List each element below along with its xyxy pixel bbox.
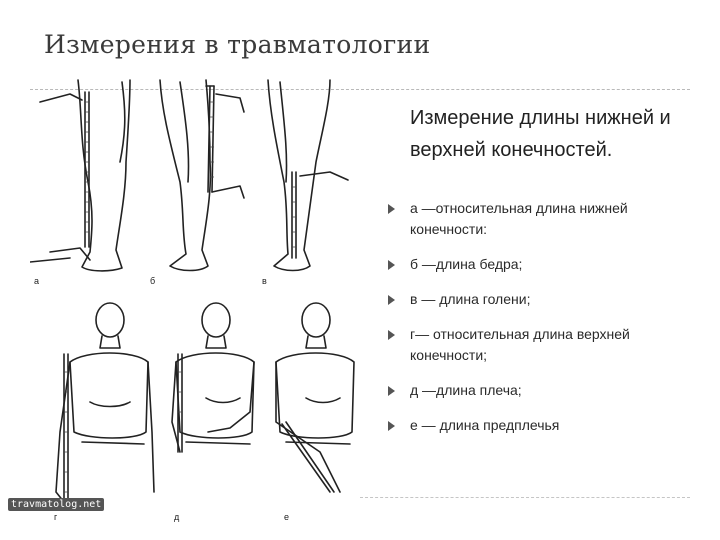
bullet-arrow-icon [388, 295, 395, 305]
torso-panel-e [172, 303, 254, 452]
torso-panel-d [56, 303, 154, 502]
bullet-arrow-icon [388, 421, 395, 431]
figure-label-b: б [150, 276, 155, 286]
leg-panel-a [30, 80, 130, 271]
leg-panel-c [268, 80, 348, 271]
list-item-text: д —длина плеча; [410, 382, 522, 398]
measurement-illustration: а б в г д е [30, 72, 360, 527]
bullet-list: а —относительная длина нижней конечности… [388, 198, 698, 450]
figure-label-e: е [284, 512, 289, 522]
figure-label-v: в [262, 276, 267, 286]
measurement-drawing [30, 72, 360, 527]
list-item: е — длина предплечья [388, 415, 698, 436]
slide-title: Измерения в травматологии [44, 30, 430, 59]
list-item: д —длина плеча; [388, 380, 698, 401]
list-item: в — длина голени; [388, 289, 698, 310]
figure-label-d: д [174, 512, 179, 522]
figure-label-a: а [34, 276, 39, 286]
bullet-arrow-icon [388, 260, 395, 270]
watermark: travmatolog.net [8, 498, 104, 511]
list-item-text: е — длина предплечья [410, 417, 559, 433]
bullet-arrow-icon [388, 330, 395, 340]
list-item: а —относительная длина нижней конечности… [388, 198, 698, 240]
bullet-arrow-icon [388, 204, 395, 214]
tape-ticks [64, 102, 296, 492]
section-heading: Измерение длины нижней и верхней конечно… [410, 102, 690, 166]
torso-panel-f [276, 303, 354, 492]
figure-label-g: г [54, 512, 57, 522]
list-item-text: а —относительная длина нижней конечности… [410, 200, 628, 237]
list-item-text: в — длина голени; [410, 291, 530, 307]
list-item-text: г— относительная длина верхней конечност… [410, 326, 630, 363]
leg-panel-b [160, 80, 244, 271]
list-item: б —длина бедра; [388, 254, 698, 275]
bullet-arrow-icon [388, 386, 395, 396]
list-item: г— относительная длина верхней конечност… [388, 324, 698, 366]
list-item-text: б —длина бедра; [410, 256, 522, 272]
bottom-divider [360, 497, 690, 498]
